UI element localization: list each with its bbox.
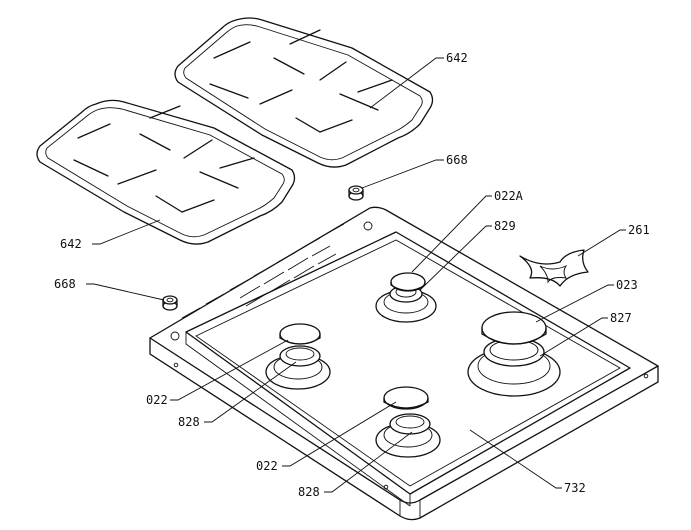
part-labels: 642 642 668 668 022A 829 261 023 827 022… <box>54 51 650 499</box>
label-grate-right: 642 <box>446 51 468 65</box>
label-adapter: 261 <box>628 223 650 237</box>
wok-adapter <box>519 249 589 287</box>
label-burner-front: 828 <box>298 485 320 499</box>
burner-cap-small <box>390 272 426 292</box>
burner-left <box>265 345 331 390</box>
label-burner-left: 828 <box>178 415 200 429</box>
pan-support-grate-right <box>174 17 434 168</box>
label-cap-front: 022 <box>256 459 278 473</box>
label-cap-small: 022A <box>494 189 524 203</box>
burner-cap-left <box>279 323 321 345</box>
hob-plate <box>149 206 659 521</box>
label-hob-plate: 732 <box>564 481 586 495</box>
label-burner-small: 829 <box>494 219 516 233</box>
label-grate-left: 642 <box>60 237 82 251</box>
burner-front <box>375 413 441 458</box>
label-cap-left: 022 <box>146 393 168 407</box>
burner-cap-front <box>383 386 429 410</box>
leader-lines <box>86 57 626 493</box>
control-knob-left <box>162 295 178 311</box>
label-cap-large: 023 <box>616 278 638 292</box>
label-burner-large: 827 <box>610 311 632 325</box>
pan-support-grate-left <box>36 99 296 245</box>
burner-cap-large <box>481 311 547 345</box>
label-knob-right: 668 <box>446 153 468 167</box>
label-knob-left: 668 <box>54 277 76 291</box>
control-knob-right <box>348 185 364 201</box>
